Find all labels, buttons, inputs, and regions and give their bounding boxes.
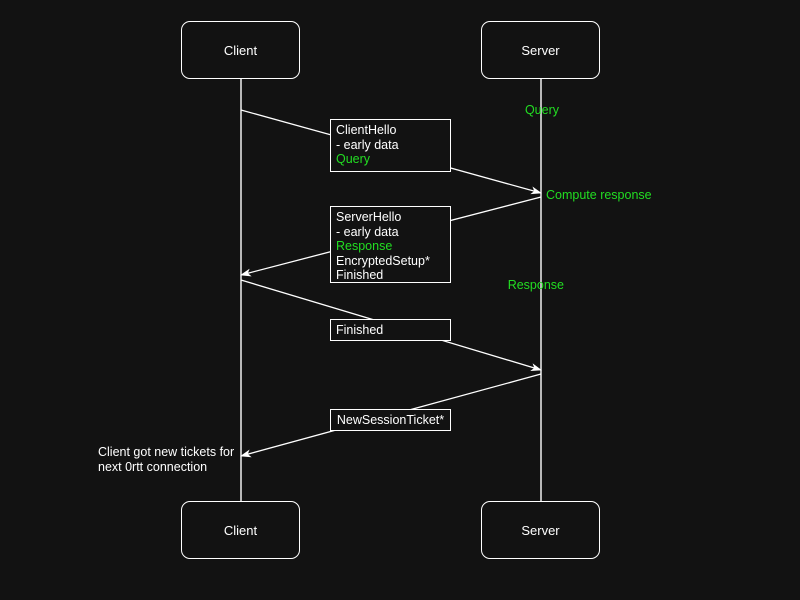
message-line: Finished [336, 323, 384, 337]
query-label: Query [524, 103, 559, 117]
actor-box-server-top[interactable]: Server [481, 21, 600, 79]
message-line: - early data [336, 137, 399, 152]
new-tickets-note: Client got new tickets for next 0rtt con… [98, 445, 235, 474]
actor-label: Client [223, 522, 258, 538]
message-line: ClientHello [336, 123, 397, 137]
message-line: EncryptedSetup* [336, 253, 430, 268]
response-label: Response [507, 278, 564, 292]
message-line: Finished [336, 268, 384, 282]
message-line: Response [336, 239, 393, 253]
actor-box-client-bottom[interactable]: Client [181, 501, 300, 559]
message-box-new-session-ticket[interactable]: NewSessionTicket* [330, 409, 451, 431]
actor-box-server-bottom[interactable]: Server [481, 501, 600, 559]
actor-label: Server [521, 522, 560, 538]
message-line: Query [336, 152, 371, 166]
message-line: ServerHello [336, 210, 402, 224]
message-line: - early data [336, 224, 399, 239]
actor-label: Server [521, 42, 560, 58]
lifelines [240, 79, 542, 501]
compute-response-label: Compute response [546, 188, 652, 202]
actor-box-client-top[interactable]: Client [181, 21, 300, 79]
message-line: NewSessionTicket* [336, 413, 445, 427]
actor-label: Client [223, 42, 258, 58]
message-box-finished[interactable]: Finished [330, 319, 451, 341]
